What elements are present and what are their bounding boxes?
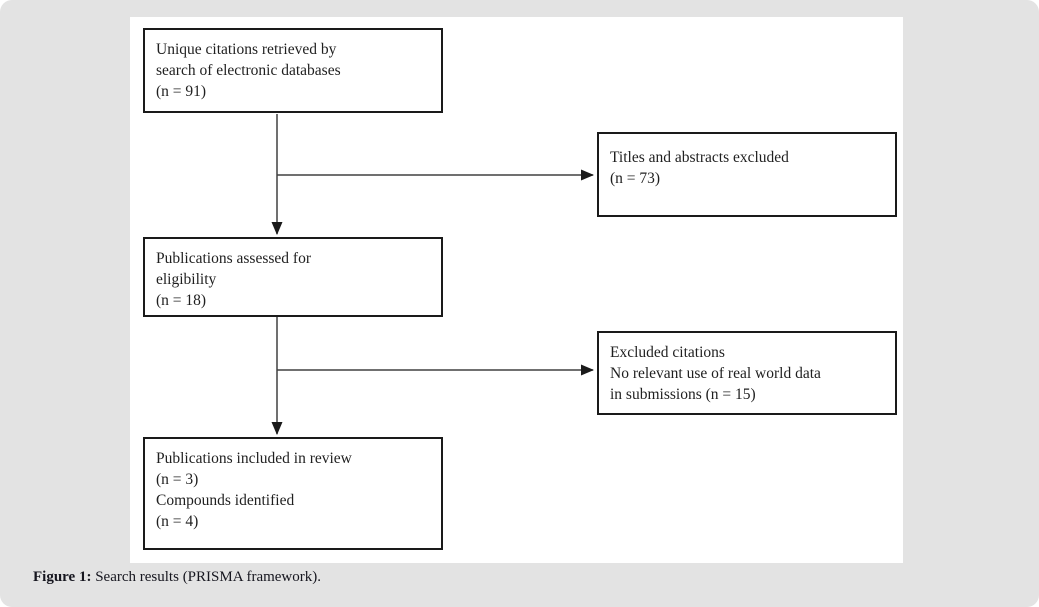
box-text-line: Compounds identified bbox=[156, 492, 295, 509]
box-publications-included: Publications included in review (n = 3) … bbox=[143, 437, 443, 550]
box-text-line: in submissions (n = 15) bbox=[610, 386, 756, 403]
box-text-line: Titles and abstracts excluded bbox=[610, 149, 789, 166]
box-titles-abstracts-excluded: Titles and abstracts excluded (n = 73) bbox=[597, 132, 897, 217]
box-text-line: (n = 3) bbox=[156, 471, 199, 488]
box-text-line: No relevant use of real world data bbox=[610, 365, 821, 382]
box-text-line: eligibility bbox=[156, 271, 217, 288]
box-excluded-citations: Excluded citations No relevant use of re… bbox=[597, 331, 897, 415]
box-text-line: Unique citations retrieved by bbox=[156, 41, 337, 58]
figure-caption: Figure 1: Search results (PRISMA framewo… bbox=[33, 568, 321, 587]
box-text-line: (n = 91) bbox=[156, 83, 207, 100]
figure-caption-label: Figure 1: bbox=[33, 569, 92, 585]
box-text-line: search of electronic databases bbox=[156, 62, 341, 79]
box-publications-assessed: Publications assessed for eligibility (n… bbox=[143, 237, 443, 317]
box-text-line: (n = 18) bbox=[156, 292, 207, 309]
box-text-line: Publications included in review bbox=[156, 450, 352, 467]
box-text-line: (n = 4) bbox=[156, 513, 199, 530]
box-text-line: Publications assessed for bbox=[156, 250, 311, 267]
figure-caption-text: Search results (PRISMA framework). bbox=[91, 569, 322, 585]
box-text-line: (n = 73) bbox=[610, 170, 661, 187]
flowchart-canvas: Unique citations retrieved by search of … bbox=[130, 17, 903, 563]
box-text-line: Excluded citations bbox=[610, 344, 725, 361]
box-unique-citations-retrieved: Unique citations retrieved by search of … bbox=[143, 28, 443, 113]
